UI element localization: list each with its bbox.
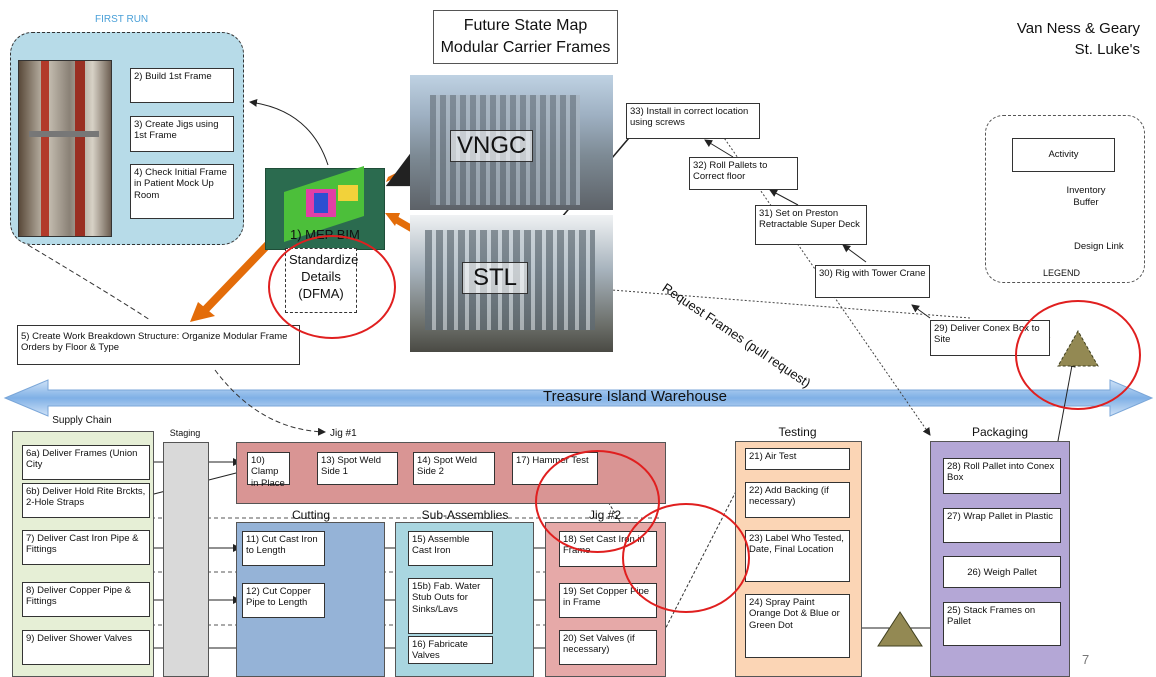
legend-activity-box: Activity: [1012, 138, 1115, 172]
step-24-box: 24) Spray Paint Orange Dot & Blue or Gre…: [745, 594, 850, 658]
step-16-box: 16) Fabricate Valves: [408, 636, 493, 664]
legend-inventory-label: Inventory Buffer: [1066, 185, 1106, 209]
step-5-wbs-box: 5) Create Work Breakdown Structure: Orga…: [17, 325, 300, 365]
subassemblies-label: Sub-Assemblies: [421, 508, 509, 522]
step-6b-box: 6b) Deliver Hold Rite Brckts, 2-Hole Str…: [22, 483, 150, 518]
step-28-box: 28) Roll Pallet into Conex Box: [943, 458, 1061, 494]
highlight-circle: [1015, 300, 1141, 410]
step-10-box: 10) Clamp in Place: [247, 452, 290, 489]
highlight-circle: [622, 503, 750, 613]
step-21-box: 21) Air Test: [745, 448, 850, 470]
staging-label: Staging: [169, 428, 201, 438]
staging-panel: [163, 442, 209, 677]
cutting-label: Cutting: [291, 508, 331, 522]
vngc-label: VNGC: [450, 130, 534, 162]
step-7-box: 7) Deliver Cast Iron Pipe & Fittings: [22, 530, 150, 565]
step-20-box: 20) Set Valves (if necessary): [559, 630, 657, 665]
title-box: Future State Map Modular Carrier Frames: [433, 10, 618, 64]
step-4-box: 4) Check Initial Frame in Patient Mock U…: [130, 164, 234, 219]
step-8-box: 8) Deliver Copper Pipe & Fittings: [22, 582, 150, 617]
warehouse-arrow: [3, 379, 1154, 417]
step-3-box: 3) Create Jigs using 1st Frame: [130, 116, 234, 152]
step-22-box: 22) Add Backing (if necessary): [745, 482, 850, 518]
step-2-box: 2) Build 1st Frame: [130, 68, 234, 103]
step-31-box: 31) Set on Preston Retractable Super Dec…: [755, 205, 867, 245]
step-9-box: 9) Deliver Shower Valves: [22, 630, 150, 665]
highlight-circle: [268, 235, 396, 339]
step-30-box: 30) Rig with Tower Crane: [815, 265, 930, 298]
packaging-label: Packaging: [971, 425, 1029, 439]
legend-title: LEGEND: [1043, 268, 1081, 278]
legend-design-link-label: Design Link: [1074, 241, 1124, 252]
highlight-circle: [535, 450, 660, 553]
warehouse-label: Treasure Island Warehouse: [543, 388, 727, 405]
step-26-box: 26) Weigh Pallet: [943, 556, 1061, 588]
project-line-2: St. Luke's: [1074, 41, 1140, 58]
jig1-label: Jig #1: [330, 428, 357, 439]
step-32-box: 32) Roll Pallets to Correct floor: [689, 157, 798, 190]
step-23-box: 23) Label Who Tested, Date, Final Locati…: [745, 530, 850, 582]
step-33-box: 33) Install in correct location using sc…: [626, 103, 760, 139]
frame-photo: [18, 60, 112, 237]
project-name: Van Ness & Geary St. Luke's: [970, 18, 1140, 60]
step-11-box: 11) Cut Cast Iron to Length: [242, 531, 325, 566]
inventory-triangle: [877, 611, 923, 647]
step-6a-box: 6a) Deliver Frames (Union City: [22, 445, 150, 480]
step-12-box: 12) Cut Copper Pipe to Length: [242, 583, 325, 618]
step-15-box: 15) Assemble Cast Iron: [408, 531, 493, 566]
step-13-box: 13) Spot Weld Side 1: [317, 452, 398, 485]
page-number: 7: [1082, 652, 1090, 667]
step-27-box: 27) Wrap Pallet in Plastic: [943, 508, 1061, 543]
title-line-1: Future State Map: [463, 17, 588, 34]
step-14-box: 14) Spot Weld Side 2: [413, 452, 495, 485]
supply-chain-label: Supply Chain: [52, 415, 112, 426]
first-run-label: FIRST RUN: [95, 14, 149, 25]
step-25-box: 25) Stack Frames on Pallet: [943, 602, 1061, 646]
stl-label: STL: [462, 262, 529, 294]
project-line-1: Van Ness & Geary: [1016, 20, 1140, 37]
step-15b-box: 15b) Fab. Water Stub Outs for Sinks/Lavs: [408, 578, 493, 634]
testing-label: Testing: [778, 425, 817, 439]
title-line-2: Modular Carrier Frames: [440, 38, 611, 56]
